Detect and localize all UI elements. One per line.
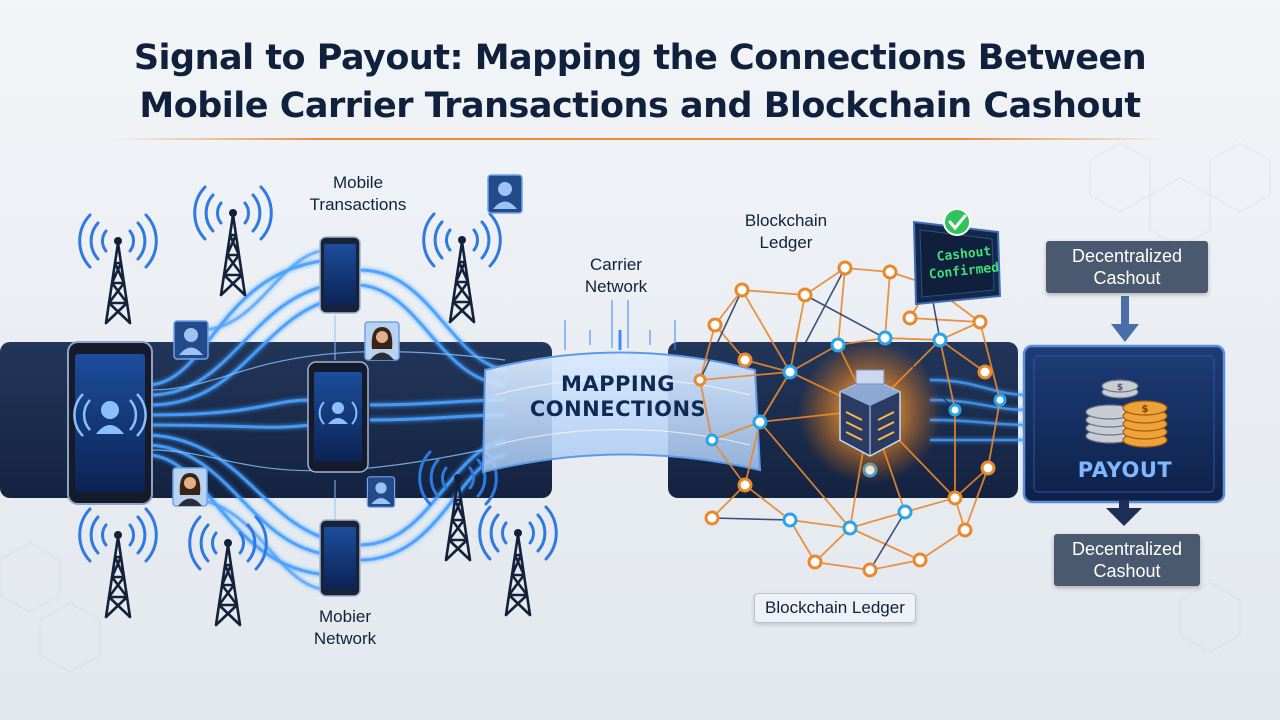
svg-text:$: $ xyxy=(1117,383,1123,393)
label-line: Mobier xyxy=(319,607,371,626)
cell-tower-icon xyxy=(193,185,273,297)
mobile-transactions-label: Mobile Transactions xyxy=(286,172,430,216)
page-title-line-2: Mobile Carrier Transactions and Blockcha… xyxy=(139,86,1141,126)
label-line: Network xyxy=(313,629,377,648)
smartphone-icon xyxy=(319,519,361,597)
user-avatar-icon xyxy=(487,174,523,214)
label-line: Blockchain xyxy=(744,211,828,230)
label-line: Mobile xyxy=(332,173,384,192)
mapping-connections-bridge xyxy=(481,300,762,474)
mobile-network-label: Mobier Network xyxy=(290,606,400,650)
cell-tower-icon xyxy=(422,212,502,324)
payout-label: PAYOUT xyxy=(1077,458,1173,482)
label-line: Decentralized xyxy=(1071,246,1183,266)
arrow-down-icon xyxy=(1111,296,1139,342)
user-avatar-icon xyxy=(364,321,400,361)
cell-tower-icon xyxy=(478,505,558,617)
cell-tower-icon xyxy=(78,213,158,325)
user-avatar-icon xyxy=(173,320,209,360)
hex-background xyxy=(0,142,1271,673)
decentralized-cashout-tag-bottom: Decentralized Cashout xyxy=(1054,534,1200,586)
user-avatar-icon xyxy=(172,467,208,507)
label-line: Cashout xyxy=(1093,268,1161,288)
connections-label: CONNECTIONS xyxy=(529,397,707,421)
label-line: Cashout xyxy=(1093,561,1161,581)
coin-stack-icon: $ $ xyxy=(1085,379,1168,448)
title-divider xyxy=(112,138,1170,140)
user-avatar-icon xyxy=(366,476,396,508)
carrier-network-label: Carrier Network xyxy=(556,254,676,298)
mapping-label: MAPPING xyxy=(560,372,676,396)
label-line: Transactions xyxy=(309,195,407,214)
smartphone-icon xyxy=(307,361,369,473)
arrow-down-icon xyxy=(1106,500,1142,526)
blockchain-ledger-label: Blockchain Ledger xyxy=(726,210,846,254)
cashout-confirmed-panel xyxy=(912,220,1002,306)
blockchain-ledger-tag: Blockchain Ledger xyxy=(754,593,916,623)
label-line: Network xyxy=(584,277,648,296)
label-line: Ledger xyxy=(759,233,813,252)
svg-text:$: $ xyxy=(1142,404,1149,415)
blockchain-network xyxy=(693,260,1007,578)
page-title-line-1: Signal to Payout: Mapping the Connection… xyxy=(133,38,1147,78)
blockchain-server-icon xyxy=(839,369,901,457)
decentralized-cashout-tag-top: Decentralized Cashout xyxy=(1046,241,1208,293)
smartphone-icon xyxy=(319,236,361,314)
signal-flow-lines-thin xyxy=(149,315,506,520)
label-line: Decentralized xyxy=(1071,539,1183,559)
smartphone-icon xyxy=(67,341,153,505)
check-circle-icon xyxy=(943,208,971,236)
cell-tower-icon xyxy=(78,507,158,619)
label-line: Carrier xyxy=(590,255,642,274)
